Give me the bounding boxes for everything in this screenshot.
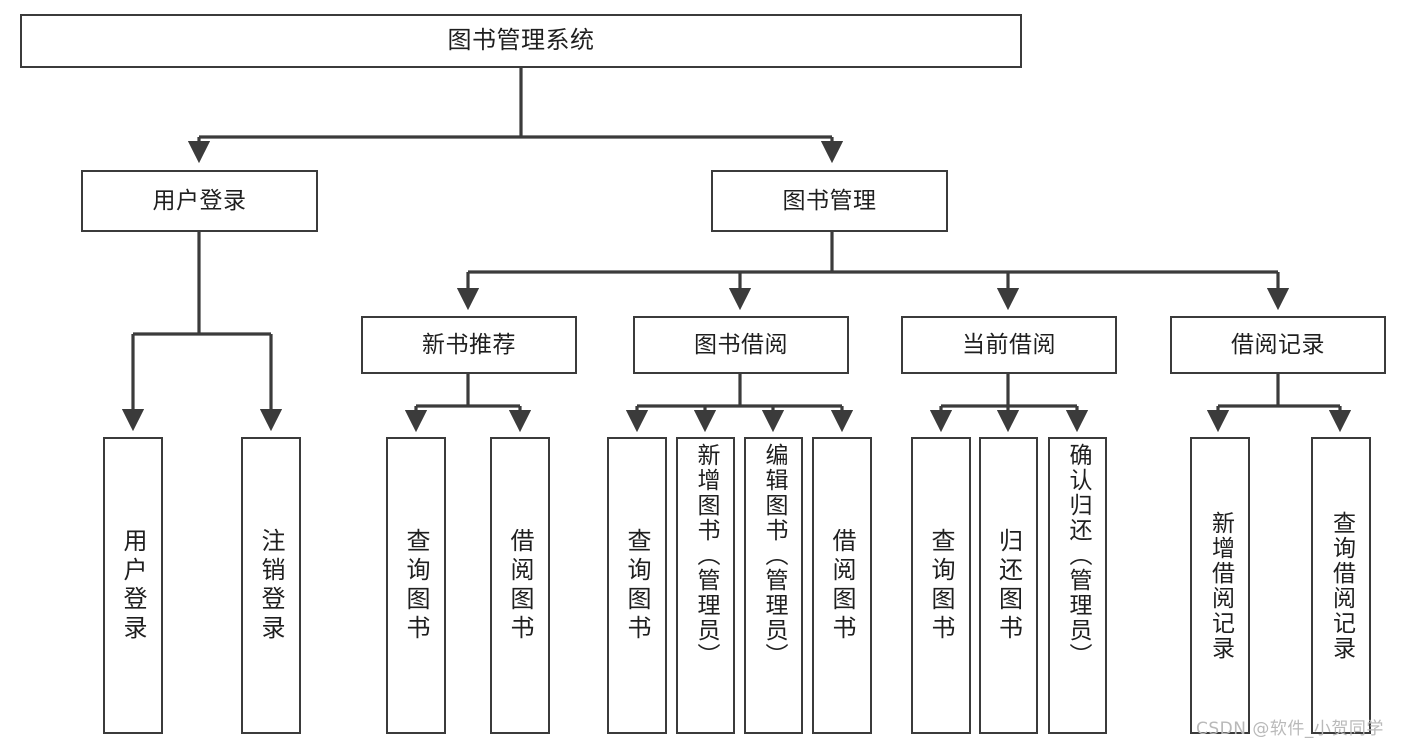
leaf-add-book[interactable]: 新增图书（管理员）	[676, 437, 735, 734]
node-label: 图书借阅	[694, 331, 788, 358]
node-label: 借阅图书	[506, 527, 534, 644]
node-label: 注销登录	[257, 527, 285, 644]
node-root-system[interactable]: 图书管理系统	[20, 14, 1022, 68]
leaf-edit-book[interactable]: 编辑图书（管理员）	[744, 437, 803, 734]
leaf-confirm-return[interactable]: 确认归还（管理员）	[1048, 437, 1107, 734]
node-label: 查询图书	[402, 527, 430, 644]
node-borrow-record[interactable]: 借阅记录	[1170, 316, 1386, 374]
leaf-logout-login[interactable]: 注销登录	[241, 437, 301, 734]
node-label: 图书管理	[782, 187, 877, 214]
node-book-manage[interactable]: 图书管理	[711, 170, 948, 232]
leaf-query-book-1[interactable]: 查询图书	[386, 437, 446, 734]
node-label: 确认归还（管理员）	[1065, 443, 1091, 668]
node-label: 新增图书（管理员）	[693, 443, 719, 668]
csdn-watermark: CSDN @软件_小贺同学	[1196, 719, 1384, 739]
node-label: 借阅记录	[1231, 331, 1325, 358]
leaf-borrow-book-2[interactable]: 借阅图书	[812, 437, 872, 734]
leaf-query-book-3[interactable]: 查询图书	[911, 437, 971, 734]
node-label: 新书推荐	[422, 331, 516, 358]
node-label: 用户登录	[119, 527, 147, 644]
node-label: 图书管理系统	[447, 26, 595, 55]
node-new-book-recommend[interactable]: 新书推荐	[361, 316, 577, 374]
node-label: 查询图书	[927, 527, 955, 644]
node-label: 借阅图书	[828, 527, 856, 644]
leaf-borrow-book-1[interactable]: 借阅图书	[490, 437, 550, 734]
node-book-borrow[interactable]: 图书借阅	[633, 316, 849, 374]
node-label: 编辑图书（管理员）	[761, 443, 787, 668]
leaf-query-record[interactable]: 查询借阅记录	[1311, 437, 1371, 734]
node-user-login[interactable]: 用户登录	[81, 170, 318, 232]
leaf-return-book[interactable]: 归还图书	[979, 437, 1038, 734]
node-label: 当前借阅	[962, 331, 1056, 358]
leaf-query-book-2[interactable]: 查询图书	[607, 437, 667, 734]
node-current-borrow[interactable]: 当前借阅	[901, 316, 1117, 374]
leaf-add-record[interactable]: 新增借阅记录	[1190, 437, 1250, 734]
node-label: 查询借阅记录	[1328, 510, 1355, 661]
node-label: 用户登录	[152, 187, 247, 214]
node-label: 新增借阅记录	[1207, 510, 1234, 661]
node-label: 归还图书	[994, 527, 1023, 644]
node-label: 查询图书	[623, 527, 651, 644]
leaf-user-login[interactable]: 用户登录	[103, 437, 163, 734]
